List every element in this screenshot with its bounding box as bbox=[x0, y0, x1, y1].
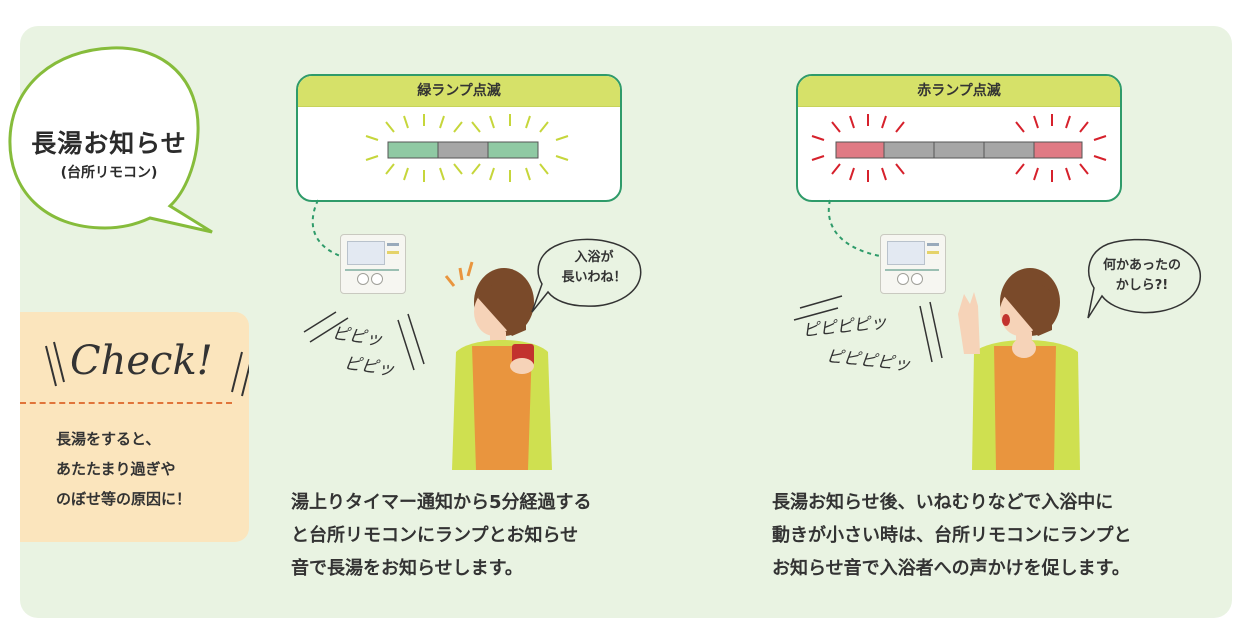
title-bubble bbox=[8, 46, 213, 234]
dashed-divider bbox=[20, 402, 232, 404]
remote-screen bbox=[347, 241, 385, 265]
right-connector-line bbox=[827, 199, 881, 257]
right-description: 長湯お知らせ後、いねむりなどで入浴中に 動きが小さい時は、台所リモコンにランプと… bbox=[772, 486, 1131, 585]
page-subtitle: (台所リモコン) bbox=[60, 165, 158, 181]
remote-indicator bbox=[387, 243, 399, 246]
red-lamp-panel: 赤ランプ点滅 bbox=[796, 74, 1122, 202]
sound-lines-left bbox=[303, 311, 425, 371]
woman-drinking-illustration bbox=[444, 261, 552, 470]
speech-text-left: 入浴が 長いわね！ bbox=[556, 248, 632, 288]
left-description-line-2: と台所リモコンにランプとお知らせ bbox=[291, 525, 579, 546]
check-line-3: のぼせ等の原因に！ bbox=[56, 490, 192, 508]
check-heading: Check! bbox=[70, 338, 213, 384]
left-description-line-3: 音で長湯をお知らせします。 bbox=[291, 558, 523, 579]
right-description-line-2: 動きが小さい時は、台所リモコンにランプと bbox=[772, 525, 1132, 546]
red-lamp-bar bbox=[811, 114, 1107, 182]
remote-button bbox=[911, 273, 923, 285]
speech-line-1: 何かあったの bbox=[1102, 258, 1181, 273]
check-message: 長湯をすると、 あたたまり過ぎや のぼせ等の原因に！ bbox=[56, 424, 191, 514]
green-lamp-panel: 緑ランプ点滅 bbox=[296, 74, 622, 202]
remote-button bbox=[357, 273, 369, 285]
right-description-line-1: 長湯お知らせ後、いねむりなどで入浴中に bbox=[772, 492, 1114, 513]
speech-bubble-right bbox=[1087, 238, 1201, 319]
kitchen-remote-right bbox=[880, 234, 946, 294]
page-title: 長湯お知らせ bbox=[31, 129, 187, 158]
kitchen-remote-left bbox=[340, 234, 406, 294]
speech-line-1: 入浴が bbox=[574, 250, 614, 265]
remote-indicator bbox=[387, 251, 399, 254]
red-lamp-title: 赤ランプ点滅 bbox=[798, 76, 1120, 107]
speech-line-2: かしら?! bbox=[1115, 278, 1169, 293]
check-line-2: あたたまり過ぎや bbox=[56, 460, 176, 478]
check-card: Check! 長湯をすると、 あたたまり過ぎや のぼせ等の原因に！ bbox=[20, 312, 249, 542]
check-line-1: 長湯をすると、 bbox=[56, 430, 161, 448]
remote-button-row bbox=[345, 269, 399, 289]
speech-bubble-left bbox=[531, 238, 642, 313]
remote-button-row bbox=[885, 269, 939, 289]
remote-indicator bbox=[927, 251, 939, 254]
woman-surprised-illustration bbox=[958, 268, 1080, 470]
remote-indicator bbox=[927, 243, 939, 246]
green-lamp-title: 緑ランプ点滅 bbox=[298, 76, 620, 107]
check-slash-marks bbox=[45, 341, 249, 397]
right-description-line-3: お知らせ音で入浴者への声かけを促します。 bbox=[772, 558, 1130, 579]
left-connector-line bbox=[311, 199, 347, 259]
remote-screen bbox=[887, 241, 925, 265]
green-lamp-bar bbox=[365, 114, 569, 182]
left-description-line-1: 湯上りタイマー通知から5分経過する bbox=[291, 492, 592, 513]
speech-text-right: 何かあったの かしら?! bbox=[1092, 256, 1192, 296]
speech-line-2: 長いわね！ bbox=[561, 270, 627, 285]
remote-button bbox=[371, 273, 383, 285]
sound-lines-right bbox=[793, 295, 943, 363]
remote-button bbox=[897, 273, 909, 285]
left-description: 湯上りタイマー通知から5分経過する と台所リモコンにランプとお知らせ 音で長湯を… bbox=[291, 486, 592, 585]
